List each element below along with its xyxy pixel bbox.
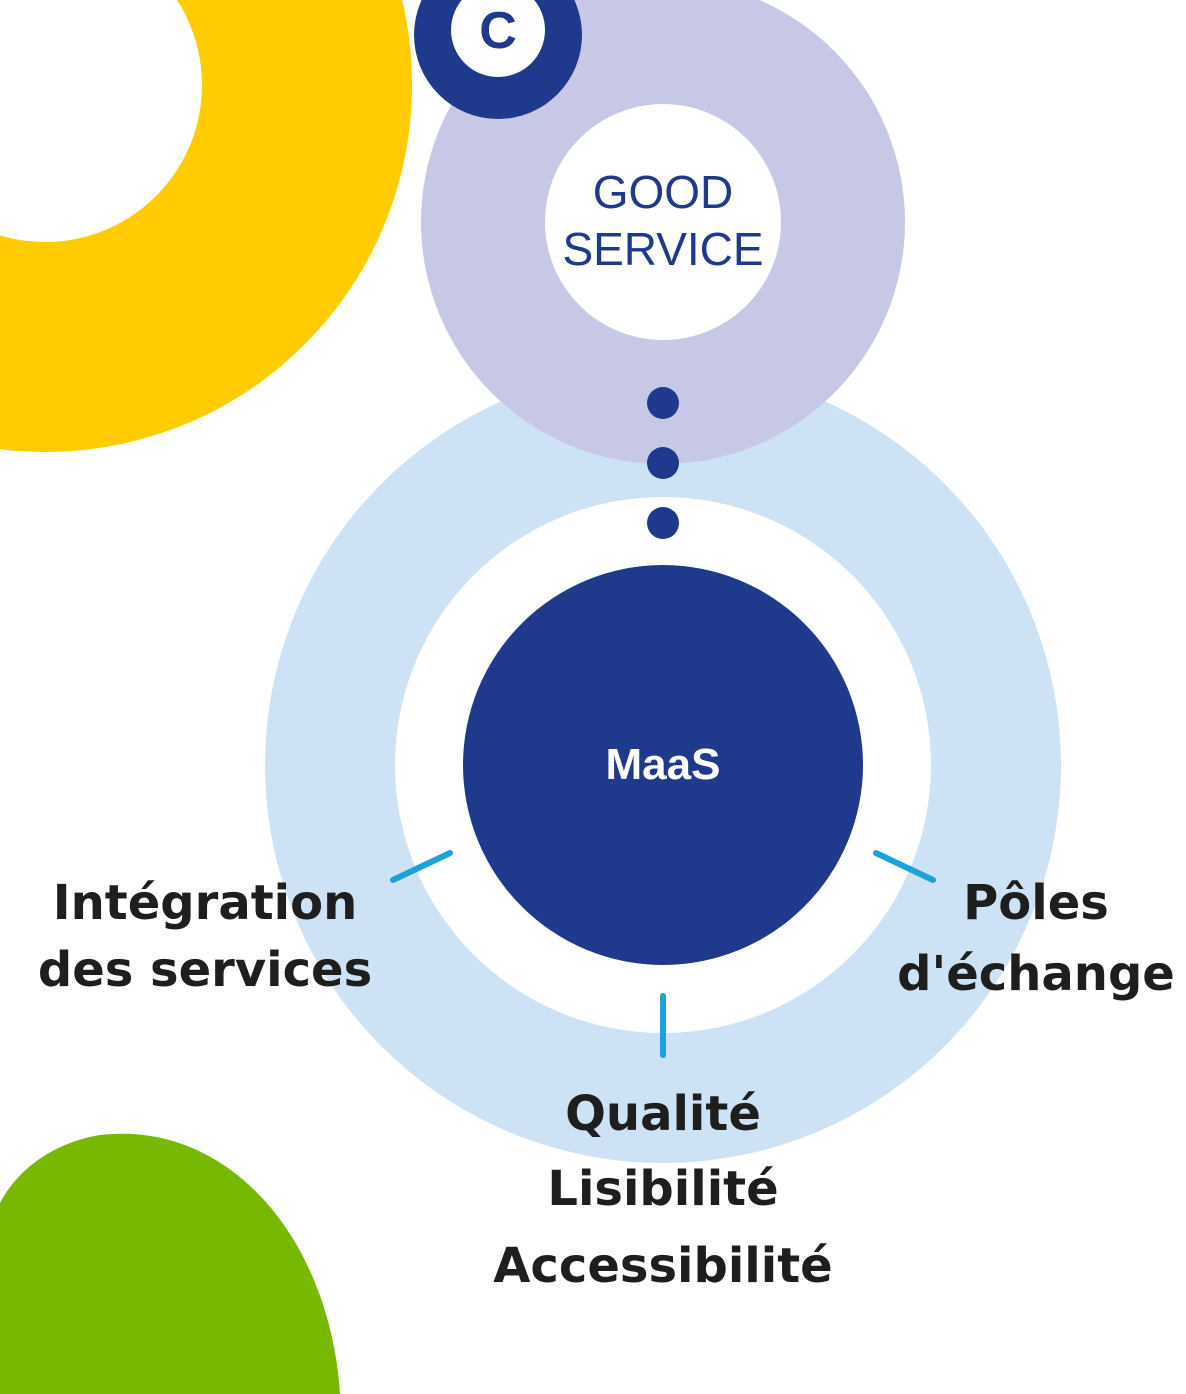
maas-label: MaaS [606, 740, 721, 789]
pillar-bottom-line1: Qualité [565, 1086, 761, 1142]
yellow-ring [0, 0, 412, 452]
pillar-bottom-line2: Lisibilité [547, 1161, 778, 1217]
c-badge-letter: C [479, 2, 517, 60]
connector-left [390, 850, 453, 883]
good-service-line1: GOOD [593, 166, 734, 218]
c-badge: C [414, 0, 582, 119]
good-service-inner-disc [545, 104, 781, 340]
green-leaf-decoration [0, 1133, 340, 1394]
connector-dot [647, 507, 679, 539]
pillar-right-line2: d'échange [897, 946, 1175, 1002]
good-service-line2: SERVICE [562, 223, 763, 275]
dotted-connector [647, 387, 679, 539]
connector-dot [647, 387, 679, 419]
pillar-right-line1: Pôles [963, 875, 1109, 931]
maas-core [463, 565, 863, 965]
pillar-bottom-line3: Accessibilité [493, 1238, 832, 1294]
connector-dot [647, 447, 679, 479]
yellow-ring-decoration [0, 0, 412, 452]
pillar-left-line1: Intégration [53, 875, 358, 931]
pillar-left-line2: des services [38, 942, 372, 998]
connector-right [873, 850, 936, 883]
